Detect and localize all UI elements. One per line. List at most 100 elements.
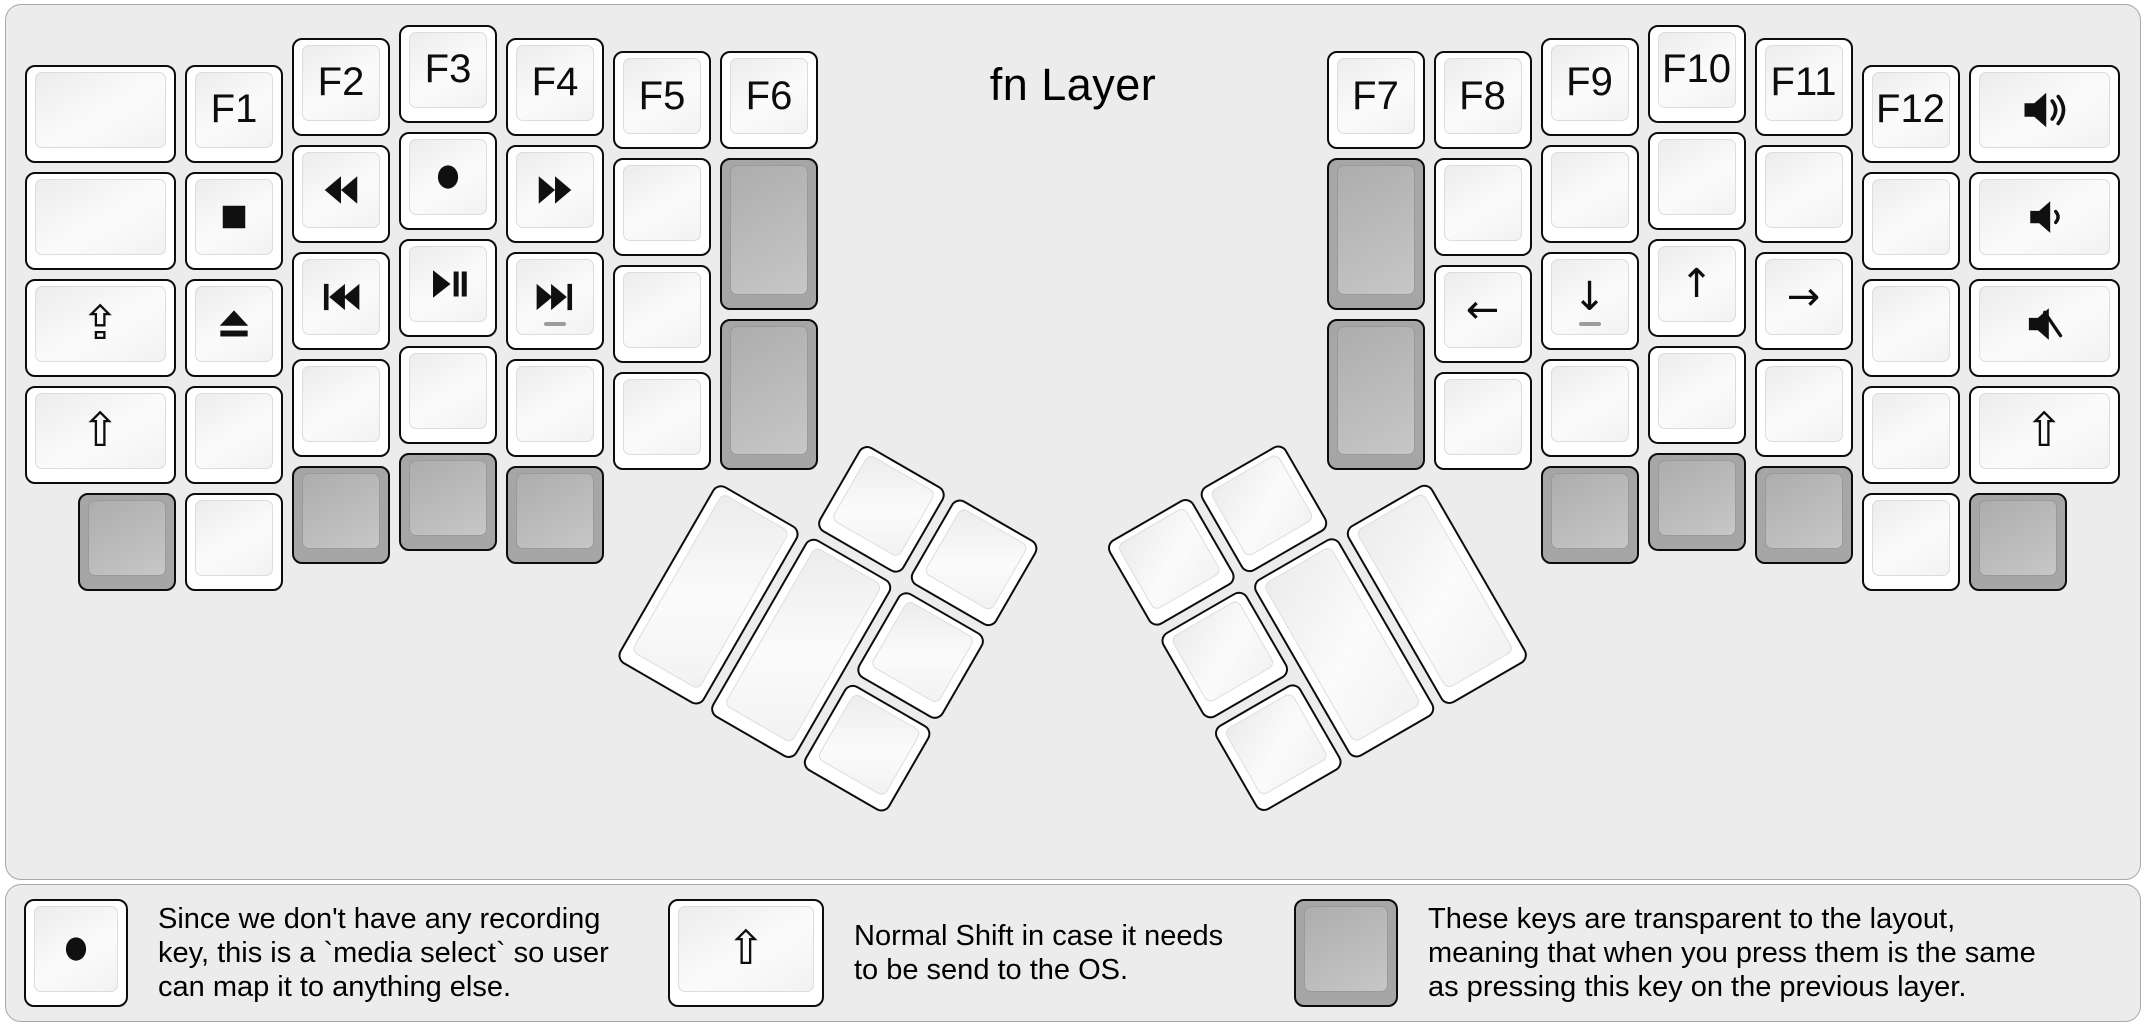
prev-track-icon bbox=[323, 283, 360, 310]
key-arrow-left[interactable]: ← bbox=[1433, 265, 1532, 364]
key-shift-right-glyph: ⇧ bbox=[2024, 403, 2064, 459]
key-label: F1 bbox=[210, 87, 258, 132]
key-blank[interactable] bbox=[1861, 171, 1960, 270]
key-transparent[interactable] bbox=[1968, 492, 2067, 591]
keycap-top bbox=[623, 272, 701, 349]
key-f3[interactable]: F3 bbox=[399, 24, 497, 123]
key-mute[interactable] bbox=[1968, 278, 2120, 377]
key-f5[interactable]: F5 bbox=[613, 51, 711, 150]
key-blank[interactable] bbox=[1754, 144, 1853, 243]
key-blank[interactable] bbox=[1861, 278, 1960, 377]
keycap-top bbox=[1169, 598, 1275, 704]
key-f2[interactable]: F2 bbox=[292, 37, 390, 136]
key-arrow-down[interactable]: ↓ bbox=[1540, 251, 1639, 350]
key-blank[interactable] bbox=[24, 171, 176, 270]
key-blank[interactable] bbox=[1647, 345, 1746, 444]
key-transparent[interactable] bbox=[720, 318, 818, 471]
key-record[interactable] bbox=[399, 131, 497, 230]
key-blank[interactable] bbox=[506, 358, 604, 457]
keycap-top bbox=[1764, 151, 1843, 228]
key-blank[interactable] bbox=[24, 64, 176, 163]
key-volume-up[interactable] bbox=[1968, 64, 2120, 163]
key-blank[interactable] bbox=[613, 265, 711, 364]
keycap-top bbox=[1657, 459, 1736, 536]
key-transparent[interactable] bbox=[1647, 452, 1746, 551]
key-shift-left-glyph: ⇧ bbox=[80, 403, 120, 459]
key-label: F5 bbox=[638, 73, 686, 118]
key-blank[interactable] bbox=[613, 158, 711, 257]
keycap-top bbox=[1336, 325, 1415, 456]
keycap-top bbox=[409, 245, 487, 322]
legend-record-key bbox=[24, 898, 128, 1007]
keycap-top: ⇪ bbox=[34, 285, 166, 362]
key-arrow-up[interactable]: ↑ bbox=[1647, 238, 1746, 337]
legend-keybox bbox=[1294, 898, 1398, 1007]
key-stop[interactable] bbox=[185, 171, 283, 270]
key-label: F11 bbox=[1770, 60, 1837, 105]
key-rewind[interactable] bbox=[292, 144, 390, 243]
key-transparent[interactable] bbox=[506, 465, 604, 564]
key-blank[interactable] bbox=[1861, 492, 1960, 591]
key-blank[interactable] bbox=[1754, 358, 1853, 457]
key-blank[interactable] bbox=[292, 358, 390, 457]
key-transparent[interactable] bbox=[720, 158, 818, 310]
key-f10[interactable]: F10 bbox=[1647, 24, 1746, 123]
key-f9[interactable]: F9 bbox=[1540, 37, 1639, 136]
keycap-top bbox=[302, 472, 380, 549]
key-transparent[interactable] bbox=[292, 465, 390, 564]
keycap-top bbox=[1871, 178, 1950, 255]
key-transparent[interactable] bbox=[1326, 158, 1425, 310]
key-fast-forward[interactable] bbox=[506, 144, 604, 243]
keycap-top bbox=[302, 365, 380, 442]
legend-text-line: Normal Shift in case it needs bbox=[854, 919, 1224, 952]
key-f4[interactable]: F4 bbox=[506, 37, 604, 136]
key-transparent[interactable] bbox=[1540, 465, 1639, 564]
key-blank[interactable] bbox=[1647, 131, 1746, 230]
key-shift-left[interactable]: ⇧ bbox=[24, 385, 176, 484]
key-caps-lock-glyph: ⇪ bbox=[80, 296, 120, 352]
key-blank[interactable] bbox=[185, 385, 283, 484]
key-blank[interactable] bbox=[1433, 158, 1532, 257]
key-blank[interactable] bbox=[1861, 385, 1960, 484]
key-blank[interactable] bbox=[1433, 372, 1532, 471]
key-f12[interactable]: F12 bbox=[1861, 64, 1960, 163]
key-volume-down[interactable] bbox=[1968, 171, 2120, 270]
record-icon bbox=[65, 936, 87, 961]
legend-keybox bbox=[24, 898, 128, 1007]
key-blank[interactable] bbox=[1540, 144, 1639, 243]
keycap-top: F8 bbox=[1443, 58, 1522, 135]
key-f7[interactable]: F7 bbox=[1326, 51, 1425, 150]
key-arrow-right[interactable]: → bbox=[1754, 251, 1853, 350]
key-blank[interactable] bbox=[613, 372, 711, 471]
keycap-top bbox=[1304, 905, 1388, 992]
keycap-top: F6 bbox=[730, 58, 808, 135]
key-next-track[interactable] bbox=[506, 251, 604, 350]
key-caps-lock[interactable]: ⇪ bbox=[24, 278, 176, 377]
key-transparent[interactable] bbox=[1326, 318, 1425, 471]
key-eject[interactable] bbox=[185, 278, 283, 377]
legend-item: These keys are transparent to the layout… bbox=[1294, 885, 2036, 1020]
key-prev-track[interactable] bbox=[292, 251, 390, 350]
key-shift-right[interactable]: ⇧ bbox=[1968, 385, 2120, 484]
key-blank[interactable] bbox=[185, 492, 283, 591]
keycap-top: F5 bbox=[623, 58, 701, 135]
record-icon bbox=[437, 164, 459, 189]
keycap-top bbox=[409, 352, 487, 429]
rewind-icon bbox=[324, 176, 358, 204]
key-f11[interactable]: F11 bbox=[1754, 37, 1853, 136]
legend-text-line: key, this is a `media select` so user bbox=[158, 936, 609, 969]
keycap-top bbox=[195, 392, 273, 469]
legend-text-line: These keys are transparent to the layout… bbox=[1428, 902, 1956, 935]
key-f8[interactable]: F8 bbox=[1433, 51, 1532, 150]
key-blank[interactable] bbox=[1540, 358, 1639, 457]
key-play-pause[interactable] bbox=[399, 238, 497, 337]
key-f1[interactable]: F1 bbox=[185, 64, 283, 163]
key-transparent[interactable] bbox=[1754, 465, 1853, 564]
key-transparent[interactable] bbox=[399, 452, 497, 551]
key-transparent[interactable] bbox=[78, 492, 176, 591]
key-f6[interactable]: F6 bbox=[720, 51, 818, 150]
next-track-icon bbox=[536, 283, 573, 310]
key-blank[interactable] bbox=[399, 345, 497, 444]
